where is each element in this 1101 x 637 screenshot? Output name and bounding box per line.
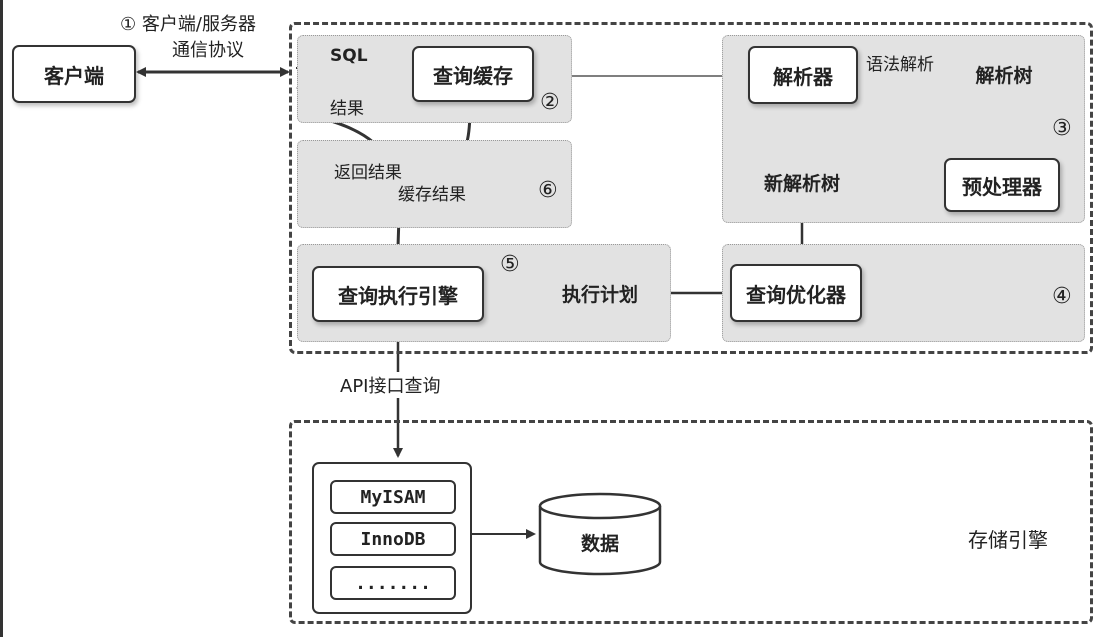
storage-engine-title: 存储引擎 bbox=[968, 528, 1048, 552]
client-label: 客户端 bbox=[44, 63, 104, 88]
results-region bbox=[297, 140, 572, 228]
query-cache-box: 查询缓存 bbox=[412, 46, 534, 102]
execution-engine-box: 查询执行引擎 bbox=[312, 266, 484, 322]
marker-5: ⑤ bbox=[500, 252, 520, 277]
engine-innodb-label: InnoDB bbox=[360, 528, 426, 550]
optimizer-label: 查询优化器 bbox=[746, 282, 846, 307]
data-label: 数据 bbox=[580, 532, 619, 555]
storage-engine-boundary bbox=[289, 420, 1093, 624]
query-cache-label: 查询缓存 bbox=[433, 63, 513, 88]
engine-more-label: ....... bbox=[355, 572, 431, 594]
protocol-line1: 客户端/服务器 bbox=[141, 14, 256, 35]
sql-label: SQL bbox=[330, 46, 368, 66]
syntax-parse-label: 语法解析 bbox=[866, 55, 934, 75]
execution-region bbox=[297, 244, 671, 342]
database-cylinder bbox=[538, 492, 662, 576]
preprocessor-box: 预处理器 bbox=[944, 158, 1060, 212]
engine-more: ....... bbox=[330, 566, 456, 600]
engine-myisam-label: MyISAM bbox=[360, 486, 426, 508]
left-edge-strip bbox=[0, 0, 3, 637]
protocol-label: ① 客户端/服务器 bbox=[120, 10, 256, 36]
return-results-label: 返回结果 bbox=[334, 163, 402, 183]
marker-6: ⑥ bbox=[538, 178, 558, 203]
parser-label: 解析器 bbox=[773, 64, 833, 89]
client-box: 客户端 bbox=[12, 45, 136, 103]
parse-tree-label: 解析树 bbox=[975, 64, 1033, 87]
execution-engine-label: 查询执行引擎 bbox=[338, 283, 458, 308]
cache-results-label: 缓存结果 bbox=[398, 185, 466, 205]
parser-box: 解析器 bbox=[748, 46, 858, 104]
api-query-label: API接口查询 bbox=[338, 372, 443, 398]
server-boundary bbox=[289, 22, 1093, 354]
preprocessor-label: 预处理器 bbox=[962, 174, 1042, 199]
result-label: 结果 bbox=[330, 99, 364, 119]
execution-plan-label: 执行计划 bbox=[561, 283, 638, 306]
engine-innodb: InnoDB bbox=[330, 522, 456, 556]
engine-myisam: MyISAM bbox=[330, 480, 456, 514]
protocol-line2-label: 通信协议 bbox=[172, 40, 244, 61]
marker-3: ③ bbox=[1052, 116, 1072, 141]
marker-2: ② bbox=[540, 90, 560, 115]
optimizer-box: 查询优化器 bbox=[730, 264, 862, 322]
marker-4: ④ bbox=[1052, 284, 1072, 309]
new-parse-tree-label: 新解析树 bbox=[763, 172, 840, 195]
protocol-marker: ① bbox=[120, 14, 137, 35]
